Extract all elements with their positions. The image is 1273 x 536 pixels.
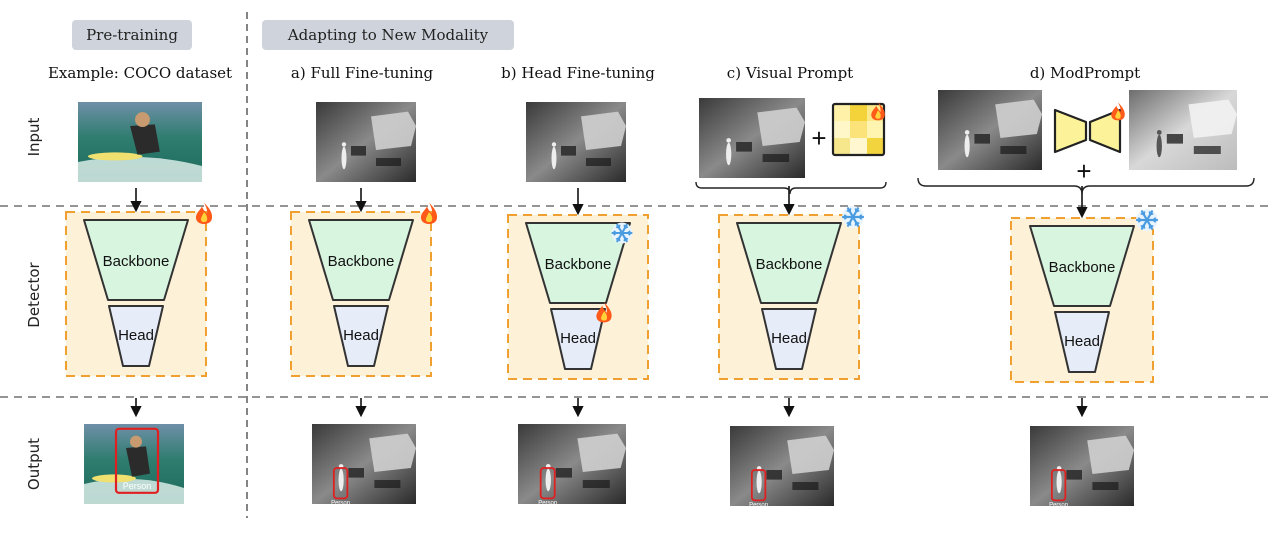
head-block <box>333 305 389 367</box>
plus-icon: + <box>1076 156 1091 186</box>
output-image-full: Person <box>312 424 416 506</box>
head-block <box>108 305 164 367</box>
head-block <box>550 308 606 370</box>
backbone-label: Backbone <box>328 253 395 270</box>
backbone-label: Backbone <box>103 253 170 270</box>
input-image-full <box>316 102 416 182</box>
column-title-pretrain: Example: COCO dataset <box>47 64 233 82</box>
detection-label: Person <box>749 502 768 508</box>
translated-image-modprompt <box>1129 90 1237 170</box>
head-label: Head <box>343 327 379 344</box>
detection-label: Person <box>123 481 152 491</box>
head-label: Head <box>1064 333 1100 350</box>
column-title-full: a) Full Fine-tuning <box>290 64 434 82</box>
fire-icon <box>196 202 213 224</box>
head-block <box>761 308 817 370</box>
backbone-block <box>525 222 631 304</box>
bounding-box <box>1050 469 1067 502</box>
bounding-box <box>539 467 556 500</box>
snowflake-icon <box>611 222 633 244</box>
output-image-pretrain: Person <box>84 424 184 504</box>
head-label: Head <box>771 330 807 347</box>
detection-label: Person <box>538 500 557 506</box>
output-image-modprompt: Person <box>1030 426 1134 508</box>
head-block <box>1054 311 1110 373</box>
modprompt-translator <box>1053 102 1125 154</box>
backbone-label: Backbone <box>1049 259 1116 276</box>
bounding-box <box>750 469 767 502</box>
snowflake-icon <box>1135 209 1159 231</box>
backbone-label: Backbone <box>545 256 612 273</box>
input-image-visual <box>699 98 805 178</box>
input-image-modprompt <box>938 90 1042 170</box>
column-title-modprompt: d) ModPrompt <box>1029 64 1141 82</box>
backbone-block <box>83 219 189 301</box>
backbone-block <box>1029 225 1135 307</box>
snowflake-icon <box>841 206 865 228</box>
section-pretraining: Pre-training <box>72 20 192 50</box>
output-image-visual: Person <box>730 426 834 508</box>
input-image-pretrain <box>78 102 202 182</box>
plus-icon: + <box>811 123 826 153</box>
bounding-box <box>332 467 349 500</box>
bounding-box <box>114 427 160 494</box>
section-adapting: Adapting to New Modality <box>262 20 514 50</box>
head-label: Head <box>560 330 596 347</box>
detection-label: Person <box>331 500 350 506</box>
fire-icon <box>596 302 612 323</box>
fire-icon <box>871 102 885 121</box>
backbone-label: Backbone <box>756 256 823 273</box>
input-image-head <box>526 102 626 182</box>
brace-modprompt <box>917 177 1255 195</box>
fire-icon <box>421 202 438 224</box>
column-title-visual: c) Visual Prompt <box>726 64 854 82</box>
fire-icon <box>1111 102 1125 121</box>
backbone-block <box>736 222 842 304</box>
head-label: Head <box>118 327 154 344</box>
detection-label: Person <box>1049 502 1068 508</box>
backbone-block <box>308 219 414 301</box>
output-image-head: Person <box>518 424 626 506</box>
brace-visual <box>695 181 887 195</box>
column-title-head: b) Head Fine-tuning <box>501 64 655 82</box>
